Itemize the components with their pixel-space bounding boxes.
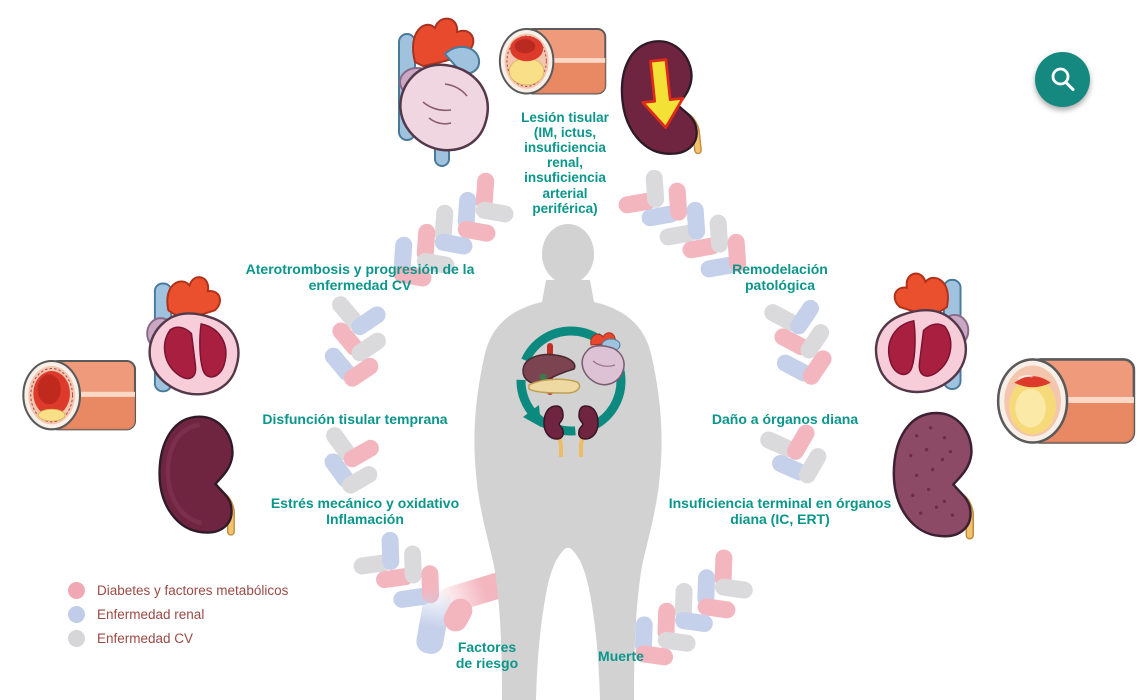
legend-label: Diabetes y factores metabólicos <box>97 583 289 598</box>
kidney-illustration-top <box>620 40 702 155</box>
mini-heart-icon <box>581 332 625 386</box>
legend-dot-blue <box>68 606 85 623</box>
liver-pancreas-icon <box>522 343 581 395</box>
stage-label-aterotrombosis: Aterotrombosis y progresión de la enferm… <box>245 261 475 293</box>
stage-label-factores-riesgo: Factores de riesgo <box>455 639 519 671</box>
legend-dot-gray <box>68 630 85 647</box>
legend: Diabetes y factores metabólicos Enfermed… <box>68 581 288 648</box>
legend-item-cv: Enfermedad CV <box>68 629 288 648</box>
artery-illustration-left <box>22 359 137 431</box>
stage-label-dano-organos: Daño a órganos diana <box>711 411 859 427</box>
kidney-illustration-left <box>158 415 235 536</box>
stage-label-remodelacion: Remodelación patológica <box>732 261 828 293</box>
magnifying-glass-icon <box>1051 67 1074 91</box>
legend-item-diabetes: Diabetes y factores metabólicos <box>68 581 288 600</box>
organ-cycle-illustration <box>516 326 626 457</box>
down-arrow-icon <box>641 58 685 130</box>
heart-illustration-right <box>874 272 970 394</box>
artery-illustration-right <box>996 358 1136 444</box>
stage-label-disfuncion-tisular: Disfunción tisular temprana <box>262 411 448 427</box>
heart-illustration-top <box>398 17 490 167</box>
stage-label-lesion-tisular: Lesión tisular (IM, ictus, insuficiencia… <box>521 110 609 216</box>
braid-segment-right-upper <box>747 285 853 402</box>
artery-illustration-top <box>498 27 607 95</box>
heart-illustration-left <box>146 276 240 396</box>
braid-segment-left-upper <box>305 289 402 400</box>
stage-label-muerte: Muerte <box>598 648 644 664</box>
braid-segment-left-lower <box>300 422 396 504</box>
search-button[interactable] <box>1035 52 1090 107</box>
legend-dot-pink <box>68 582 85 599</box>
legend-label: Enfermedad renal <box>97 607 205 622</box>
stage-label-estres-inflamacion: Estrés mecánico y oxidativo Inflamación <box>270 495 460 527</box>
legend-label: Enfermedad CV <box>97 631 194 646</box>
legend-item-renal: Enfermedad renal <box>68 605 288 624</box>
stage-label-insuficiencia-terminal: Insuficiencia terminal en órganos diana … <box>668 495 892 527</box>
mini-kidneys-icon <box>543 405 599 457</box>
kidney-illustration-right <box>892 411 974 540</box>
